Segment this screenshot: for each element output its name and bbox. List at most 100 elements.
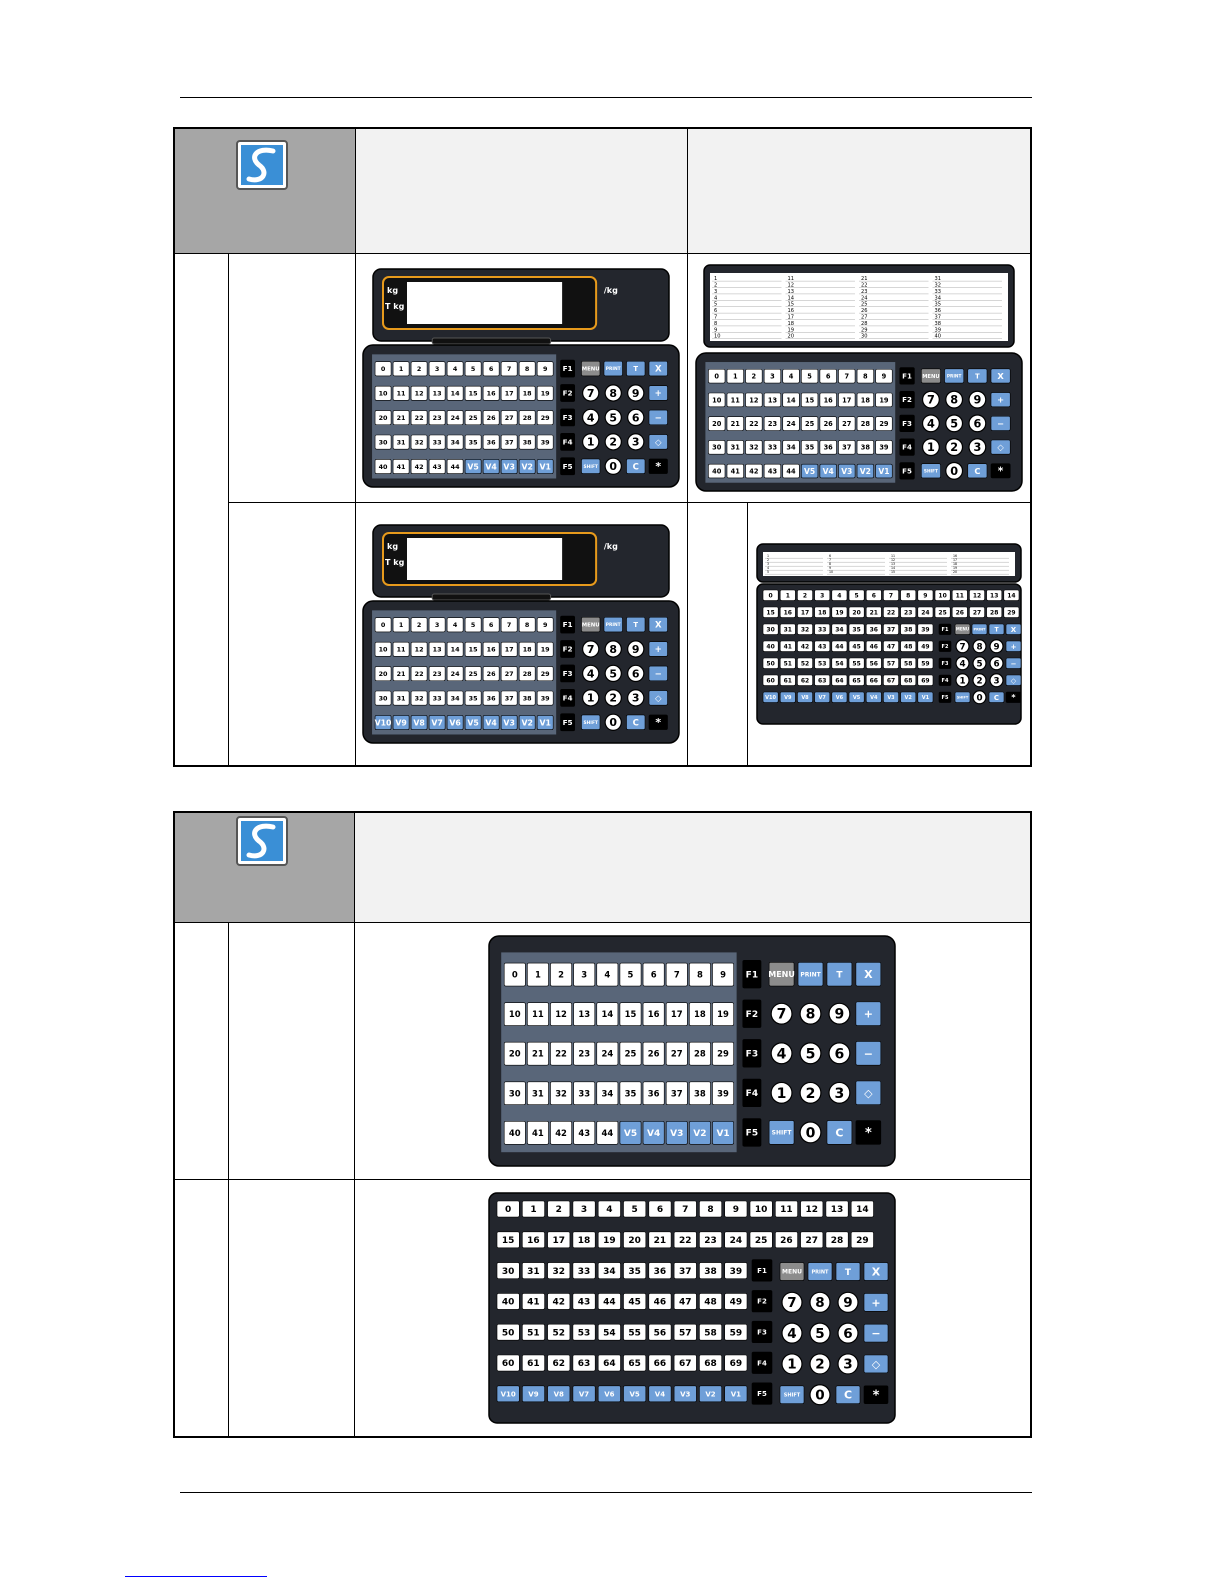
plu-key-label: 23	[705, 1236, 718, 1246]
plu-key-label: 5	[471, 365, 475, 373]
operator-key	[855, 1040, 882, 1065]
plu-list-entry: 19	[953, 566, 957, 570]
plu-key	[446, 434, 464, 450]
clear-key-label: C	[633, 462, 639, 472]
price-per-kg-label: /kg	[604, 542, 618, 551]
plu-key-label: 18	[818, 609, 826, 616]
shift-key	[581, 458, 601, 474]
menu-key-label: MENU	[582, 366, 600, 372]
plu-key	[643, 1001, 665, 1026]
plu-key	[536, 410, 554, 425]
times-key-label: X	[1011, 626, 1017, 634]
plu-key	[392, 361, 410, 377]
operator-key	[1005, 657, 1022, 669]
table-2-row-2-group	[173, 1178, 229, 1438]
plu-key-label: 8	[708, 1205, 714, 1215]
plu-key	[547, 1354, 571, 1372]
plu-key-label: 50	[502, 1328, 515, 1338]
star-key-label: *	[655, 716, 661, 729]
plu-key	[598, 1231, 622, 1248]
plu-key-label: 28	[990, 609, 998, 616]
function-key	[899, 390, 915, 409]
operator-key-label: ◇	[655, 694, 662, 704]
plu-key	[819, 440, 837, 455]
plu-key-label: 22	[555, 1048, 567, 1058]
plu-key-label: 21	[397, 414, 406, 422]
plu-key-label: 7	[844, 372, 849, 380]
plu-list-entry: 14	[787, 295, 794, 301]
plu-list-entry: 1	[767, 554, 769, 558]
plu-key	[527, 1120, 550, 1145]
plu-key	[745, 440, 763, 455]
plu-key-label: 28	[523, 414, 532, 422]
plu-key-label: 3	[581, 1205, 587, 1215]
clear-key	[988, 691, 1005, 703]
plu-key	[573, 1041, 596, 1065]
plu-key	[749, 1200, 773, 1218]
function-key-label: F2	[563, 389, 573, 398]
plu-key-label: 43	[768, 467, 778, 475]
plu-key-label: 1	[785, 592, 789, 599]
star-key	[990, 463, 1011, 479]
plu-key	[623, 1200, 647, 1218]
plu-key-label: 36	[648, 1088, 660, 1098]
plu-key	[598, 1262, 622, 1279]
print-key	[797, 961, 824, 986]
plu-key-label: 10	[755, 1205, 768, 1215]
plu-key-label: 32	[555, 1088, 567, 1098]
plu-key	[518, 690, 536, 706]
operator-key-label: ◇	[1011, 677, 1017, 685]
plu-key	[598, 1323, 622, 1341]
plu-key-label: 34	[603, 1267, 616, 1277]
virtual-key-label: V7	[579, 1390, 589, 1398]
plu-key	[500, 410, 518, 425]
clear-key	[626, 458, 646, 474]
plu-list-entry: 23	[861, 289, 868, 295]
plu-key-label: 23	[579, 1048, 591, 1058]
plu-list-entry: 15	[787, 302, 794, 308]
plu-key-label: 24	[451, 670, 460, 678]
plu-key-label: 2	[417, 621, 421, 629]
virtual-key	[875, 463, 893, 479]
plu-key-label: 19	[603, 1236, 616, 1246]
plu-key	[763, 440, 781, 455]
plu-key-label: 23	[433, 670, 442, 678]
plu-list-entry: 30	[861, 334, 868, 340]
plu-key-label: 14	[451, 389, 460, 397]
plu-key-label: 14	[1007, 592, 1015, 599]
plu-key	[800, 368, 818, 384]
plu-key	[648, 1323, 672, 1341]
plu-key-label: 21	[730, 420, 740, 428]
plu-key-label: 33	[433, 438, 442, 446]
plu-key-label: 14	[786, 396, 796, 404]
plu-key-label: 36	[487, 438, 496, 446]
plu-key	[900, 674, 916, 686]
plu-key-label: 12	[806, 1205, 819, 1215]
plu-key	[572, 1200, 596, 1218]
plu-key	[814, 640, 830, 652]
plu-key	[762, 589, 779, 601]
plu-key-label: 26	[487, 670, 496, 678]
plu-list-entry: 29	[861, 327, 868, 333]
function-key-label: F3	[563, 413, 573, 422]
function-key	[938, 657, 952, 669]
plu-list-entry: 7	[829, 558, 831, 562]
plu-list-entry: 24	[861, 295, 868, 301]
plu-list-entry: 25	[861, 302, 868, 308]
plu-key-label: 13	[433, 389, 442, 397]
plu-key	[374, 361, 392, 377]
plu-key	[934, 589, 951, 601]
plu-key	[536, 361, 554, 377]
plu-key	[572, 1262, 596, 1279]
plu-key-label: 35	[629, 1267, 642, 1277]
plu-key-label: 46	[654, 1297, 667, 1307]
digit-key-label: 8	[806, 1006, 816, 1022]
plu-key	[518, 385, 536, 401]
star-key-label: *	[998, 465, 1004, 478]
plu-key	[745, 463, 763, 479]
plu-key	[596, 962, 619, 986]
plu-key	[496, 1323, 520, 1341]
plu-key	[724, 1292, 748, 1310]
plu-key	[900, 589, 916, 601]
plu-key	[550, 1080, 573, 1105]
